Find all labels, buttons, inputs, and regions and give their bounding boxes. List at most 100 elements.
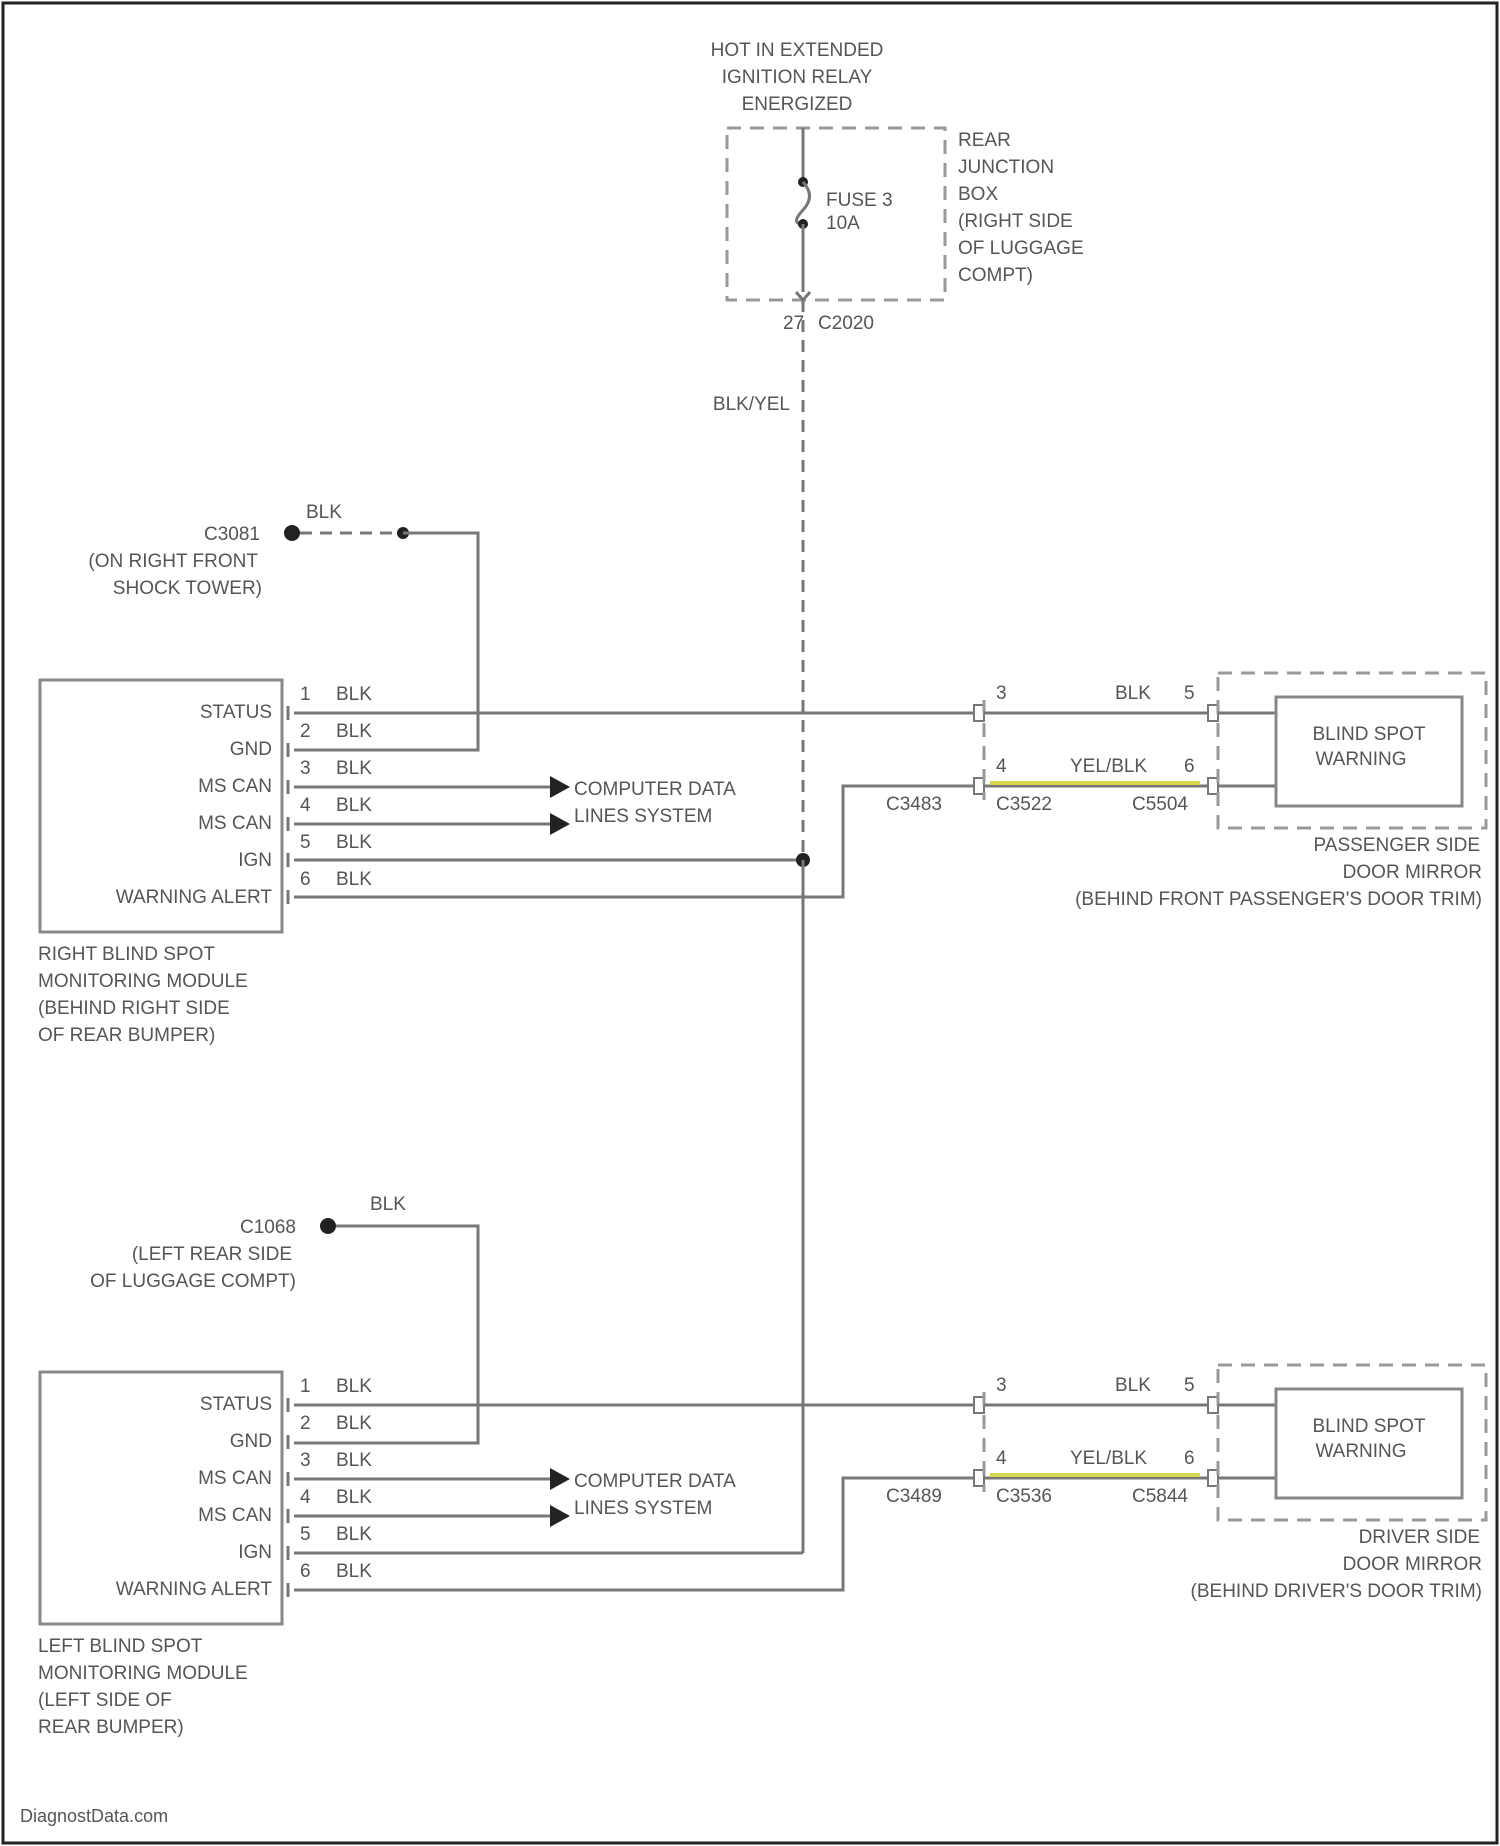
connector-id: C3483: [886, 794, 942, 815]
power-line-1: HOT IN EXTENDED: [711, 40, 884, 61]
pin-number: 4: [300, 1487, 311, 1508]
data-lines-label: LINES SYSTEM: [574, 1498, 712, 1519]
caption-line: REAR BUMPER): [38, 1717, 184, 1738]
connector-id: C3536: [996, 1486, 1052, 1507]
pin-number: 6: [300, 1561, 311, 1582]
ground-location: (LEFT REAR SIDE: [132, 1244, 292, 1265]
footer-credit: DiagnostData.com: [20, 1806, 168, 1826]
mirror-pin-number: 5: [1184, 1375, 1195, 1396]
pin-number: 1: [300, 1376, 311, 1397]
pin-label: MS CAN: [198, 776, 272, 797]
mirror-pin-number: 3: [996, 683, 1007, 704]
power-source-label: HOT IN EXTENDED IGNITION RELAY ENERGIZED: [711, 40, 884, 115]
wire-color: BLK: [336, 869, 372, 890]
fuse-symbol: [797, 182, 810, 224]
ground-wire-color: BLK: [370, 1194, 406, 1215]
wire-color: BLK: [336, 758, 372, 779]
caption-line: DOOR MIRROR: [1343, 1554, 1482, 1575]
arrow-icon: [550, 776, 570, 798]
pin-label: MS CAN: [198, 1505, 272, 1526]
data-lines-label: COMPUTER DATA: [574, 1471, 736, 1492]
wire-color: BLK: [336, 1561, 372, 1582]
data-lines-label: COMPUTER DATA: [574, 779, 736, 800]
rjb-line: (RIGHT SIDE: [958, 211, 1073, 232]
ground-location: OF LUGGAGE COMPT): [90, 1271, 296, 1292]
mirror-pin-number: 6: [1184, 1448, 1195, 1469]
caption-line: RIGHT BLIND SPOT: [38, 944, 215, 965]
pin-number: 5: [300, 1524, 311, 1545]
fuse-name: FUSE 3: [826, 190, 893, 211]
pin-number: 4: [300, 795, 311, 816]
pin-number: 2: [300, 1413, 311, 1434]
rjb-connector-id: C2020: [818, 313, 874, 334]
caption-line: (BEHIND FRONT PASSENGER'S DOOR TRIM): [1075, 889, 1482, 910]
pin-number: 2: [300, 721, 311, 742]
rjb-line: COMPT): [958, 265, 1033, 286]
ground-connector-id: C3081: [204, 524, 260, 545]
pin-label: GND: [230, 1431, 272, 1452]
connector-id: C3522: [996, 794, 1052, 815]
power-line-3: ENERGIZED: [742, 94, 853, 115]
caption-line: PASSENGER SIDE: [1314, 835, 1480, 856]
pin-label: IGN: [238, 1542, 272, 1563]
wire-color: BLK: [336, 721, 372, 742]
caption-line: DOOR MIRROR: [1343, 862, 1482, 883]
warning-alert-wire: [294, 1478, 978, 1590]
ground-location: (ON RIGHT FRONT: [88, 551, 258, 572]
right-module-caption: RIGHT BLIND SPOT MONITORING MODULE (BEHI…: [38, 944, 248, 1046]
pin-number: 3: [300, 1450, 311, 1471]
wire-color: BLK: [336, 832, 372, 853]
mirror-wire-color: YEL/BLK: [1070, 756, 1147, 777]
wire-color: BLK: [336, 1413, 372, 1434]
rjb-line: BOX: [958, 184, 998, 205]
rjb-line: OF LUGGAGE: [958, 238, 1084, 259]
warning-box-text: WARNING: [1315, 1441, 1406, 1462]
rjb-line: REAR: [958, 130, 1011, 151]
data-lines-label: LINES SYSTEM: [574, 806, 712, 827]
pin-label: WARNING ALERT: [116, 887, 273, 908]
warning-box-text: WARNING: [1315, 749, 1406, 770]
wire-color: BLK: [336, 1450, 372, 1471]
pin-label: IGN: [238, 850, 272, 871]
wire-color: BLK: [336, 1524, 372, 1545]
arrow-icon: [550, 1468, 570, 1490]
ground-connector-id: C1068: [240, 1217, 296, 1238]
passenger-mirror-caption: PASSENGER SIDE DOOR MIRROR (BEHIND FRONT…: [1075, 835, 1482, 910]
ground-eyelet-icon: [284, 525, 300, 541]
ground-wire-color: BLK: [306, 502, 342, 523]
driver-mirror-caption: DRIVER SIDE DOOR MIRROR (BEHIND DRIVER'S…: [1191, 1527, 1482, 1602]
fuse-rating: 10A: [826, 213, 860, 234]
pin-label: GND: [230, 739, 272, 760]
arrow-icon: [550, 813, 570, 835]
warning-box-text: BLIND SPOT: [1313, 1416, 1426, 1437]
caption-line: (LEFT SIDE OF: [38, 1690, 172, 1711]
mirror-pin-number: 4: [996, 1448, 1007, 1469]
rjb-connector-pin: 27: [783, 313, 804, 334]
wire-color: BLK: [336, 795, 372, 816]
caption-line: DRIVER SIDE: [1359, 1527, 1480, 1548]
mirror-pin-number: 3: [996, 1375, 1007, 1396]
feed-wire-color: BLK/YEL: [713, 394, 790, 415]
rjb-caption: REAR JUNCTION BOX (RIGHT SIDE OF LUGGAGE…: [958, 130, 1084, 286]
pin-number: 3: [300, 758, 311, 779]
pin-number: 5: [300, 832, 311, 853]
mirror-wire-color: YEL/BLK: [1070, 1448, 1147, 1469]
left-module-caption: LEFT BLIND SPOT MONITORING MODULE (LEFT …: [38, 1636, 248, 1738]
warning-alert-wire: [294, 786, 978, 897]
mirror-wire-color: BLK: [1115, 1375, 1151, 1396]
caption-line: (BEHIND RIGHT SIDE: [38, 998, 230, 1019]
pin-label: WARNING ALERT: [116, 1579, 273, 1600]
ground-location: SHOCK TOWER): [113, 578, 262, 599]
connector-id: C5844: [1132, 1486, 1188, 1507]
pin-number: 6: [300, 869, 311, 890]
connector-id: C3489: [886, 1486, 942, 1507]
caption-line: MONITORING MODULE: [38, 971, 248, 992]
caption-line: (BEHIND DRIVER'S DOOR TRIM): [1191, 1581, 1482, 1602]
caption-line: MONITORING MODULE: [38, 1663, 248, 1684]
power-line-2: IGNITION RELAY: [722, 67, 873, 88]
wire-color: BLK: [336, 1376, 372, 1397]
pin-label: MS CAN: [198, 813, 272, 834]
pin-number: 1: [300, 684, 311, 705]
mirror-pin-number: 5: [1184, 683, 1195, 704]
